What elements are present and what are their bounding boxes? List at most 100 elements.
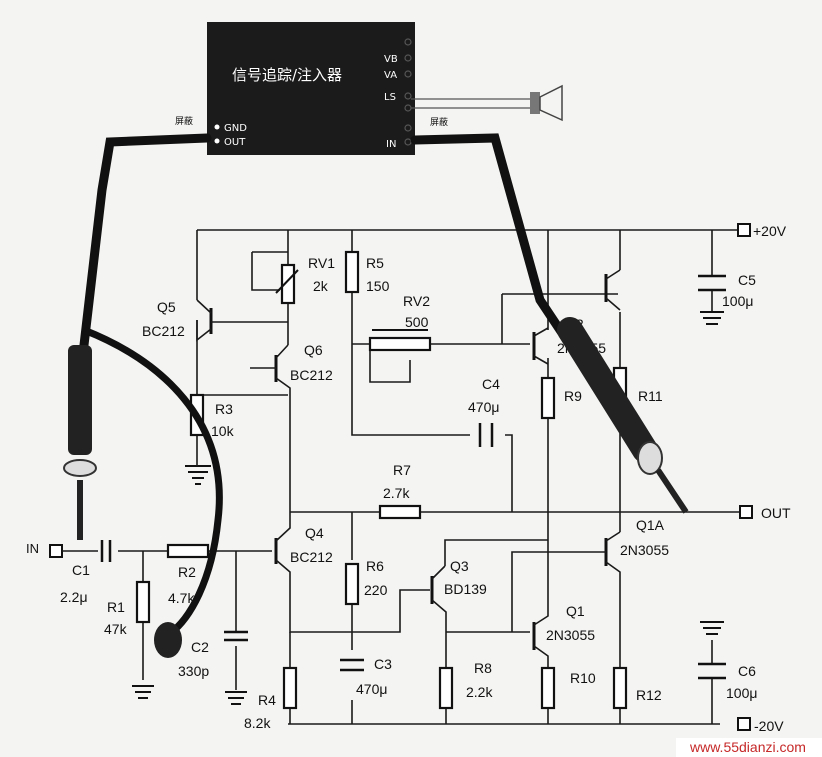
r7-label: R7 — [393, 462, 411, 478]
r1-label: R1 — [107, 599, 125, 615]
r12-resistor — [612, 666, 628, 710]
q1a-type: 2N3055 — [620, 542, 669, 558]
right-probe-tip — [655, 468, 689, 514]
q4-label: Q4 — [305, 525, 324, 541]
q3-type: BD139 — [444, 581, 487, 597]
c6-label: C6 — [738, 663, 756, 679]
c2-value: 330p — [178, 663, 209, 679]
r8-label: R8 — [474, 660, 492, 676]
ground-symbols — [132, 465, 247, 705]
r4-label: R4 — [258, 692, 276, 708]
c3-value: 470μ — [356, 681, 387, 697]
q1-type: 2N3055 — [546, 627, 595, 643]
pin-in-label: IN — [386, 139, 396, 150]
r4-value: 8.2k — [244, 715, 271, 731]
q5-label: Q5 — [157, 299, 176, 315]
speaker-wire — [411, 98, 530, 109]
rv1-value: 2k — [313, 278, 329, 294]
ground-clip-lead — [82, 326, 223, 638]
c2-label: C2 — [191, 639, 209, 655]
pin-va-label: VA — [384, 70, 397, 81]
r3-value: 10k — [211, 423, 235, 439]
q1a-leads — [511, 531, 621, 724]
pin-ls-label: LS — [384, 92, 396, 103]
ground-clip-icon — [154, 622, 182, 658]
r5-label: R5 — [366, 255, 384, 271]
rv1-arrow — [275, 269, 299, 294]
r12-label: R12 — [636, 687, 662, 703]
pin-out-terminal — [214, 138, 220, 144]
r2-resistor — [166, 543, 210, 559]
q2-leads — [533, 327, 549, 365]
r8-value: 2.2k — [466, 684, 493, 700]
r9-resistor — [540, 376, 556, 420]
pos-rail-terminal — [737, 223, 751, 237]
neg-rail-label: -20V — [754, 718, 784, 734]
pin-gnd-terminal — [214, 124, 220, 130]
c1-value: 2.2μ — [60, 589, 88, 605]
c5-value: 100μ — [722, 293, 753, 309]
r2-label: R2 — [178, 564, 196, 580]
out-terminal — [739, 505, 753, 519]
pin-gnd-label: GND — [224, 123, 247, 134]
q4-leads — [275, 512, 430, 633]
q4-r7-wires — [290, 511, 740, 724]
r9-label: R9 — [564, 388, 582, 404]
rv1-label: RV1 — [308, 255, 335, 271]
c3-label: C3 — [374, 656, 392, 672]
c5-ground-icon — [700, 311, 724, 325]
r1-resistor — [135, 580, 151, 624]
tracer-device-box — [207, 22, 415, 155]
q3-label: Q3 — [450, 558, 469, 574]
pos-rail-label: +20V — [753, 223, 787, 239]
q6-type: BC212 — [290, 367, 333, 383]
q4-type: BC212 — [290, 549, 333, 565]
watermark-text: www.55dianzi.com — [689, 739, 806, 755]
q6-leads — [250, 344, 291, 512]
r10-resistor — [540, 666, 556, 710]
out-label: OUT — [761, 505, 791, 521]
shield-left-label: 屏蔽 — [175, 115, 193, 126]
q2-wires — [501, 230, 618, 540]
c6-ground-icon — [700, 621, 724, 635]
r7-value: 2.7k — [383, 485, 410, 501]
r6-resistor — [344, 562, 360, 606]
device-title: 信号追踪/注入器 — [232, 66, 342, 84]
r4-resistor — [282, 666, 298, 710]
q6-label: Q6 — [304, 342, 323, 358]
r1-value: 47k — [104, 621, 128, 637]
left-probe-body — [68, 345, 92, 455]
q-upper-leads — [605, 269, 621, 311]
input-shunts — [142, 551, 237, 690]
c4-label: C4 — [482, 376, 500, 392]
r6-value: 220 — [364, 582, 388, 598]
c1-symbol — [100, 540, 112, 562]
q5-type: BC212 — [142, 323, 185, 339]
rv2-potentiometer — [368, 336, 432, 352]
pin-out-label: OUT — [224, 137, 246, 148]
rv2-wires — [351, 230, 530, 512]
r10-label: R10 — [570, 670, 596, 686]
rv2-label: RV2 — [403, 293, 430, 309]
q3-leads — [431, 539, 548, 724]
speaker-icon — [530, 92, 540, 114]
q1a-label: Q1A — [636, 517, 665, 533]
r2-value: 4.7k — [168, 590, 195, 606]
r5-value: 150 — [366, 278, 390, 294]
right-probe-body — [557, 317, 658, 463]
c6-symbol — [698, 662, 726, 680]
c3-symbol — [340, 658, 364, 672]
q5-leads — [196, 299, 288, 342]
r5-resistor — [344, 250, 360, 294]
r8-resistor — [438, 666, 454, 710]
c2-symbol — [224, 630, 248, 642]
r3-label: R3 — [215, 401, 233, 417]
left-probe-cable — [79, 133, 212, 350]
r11-label: R11 — [638, 388, 663, 404]
right-probe-collar — [637, 441, 663, 475]
rv1-potentiometer — [280, 263, 296, 305]
c4-value: 470μ — [468, 399, 499, 415]
q1-leads — [533, 540, 549, 724]
pin-vb-label: VB — [384, 54, 398, 65]
